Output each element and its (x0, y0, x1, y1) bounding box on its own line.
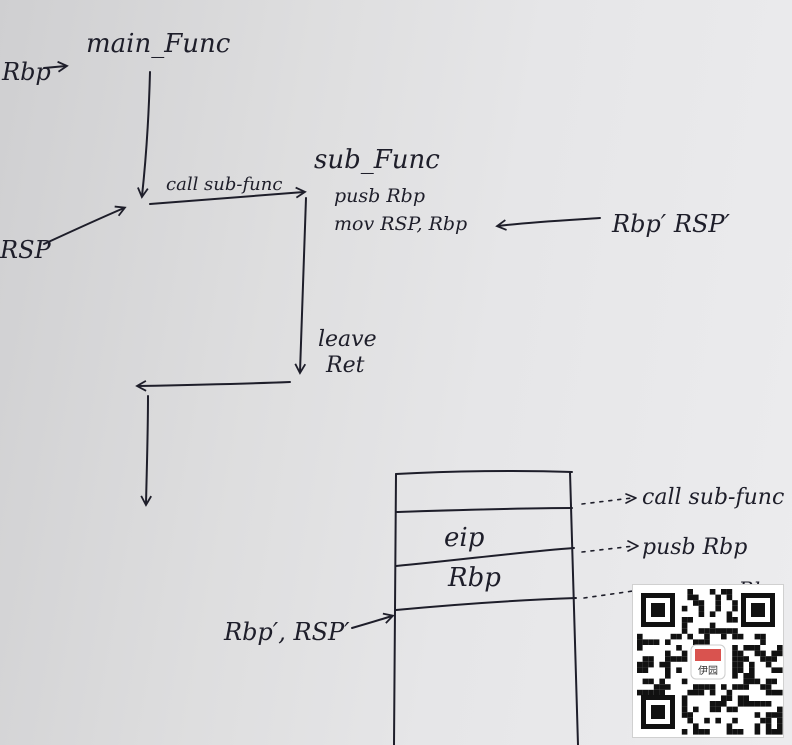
qr-code-pattern: 伊园 (633, 585, 783, 737)
rsp-label: RSP (0, 236, 52, 264)
push-instruction: pusb Rbp (334, 185, 425, 207)
rbp-label: Rbp (1, 58, 51, 86)
call-label: call sub-func (166, 174, 282, 195)
stack-annot-call: call sub-func (642, 485, 784, 510)
main-flow-line (137, 71, 151, 199)
leave-instruction: leave (318, 327, 377, 352)
qr-code: 伊园 (632, 584, 784, 738)
rbp-to-main-arrow (43, 60, 69, 73)
sub-flow-line (294, 197, 307, 375)
stack-pointer-arrow (351, 612, 395, 629)
return-arrow (135, 380, 291, 392)
annot-push-leader (581, 545, 635, 553)
stack-pointer-label: Rbp′, RSP′ (223, 618, 350, 646)
stack-line-1 (395, 507, 573, 513)
main-func-label: main_Func (86, 29, 231, 59)
stack-left-wall (393, 473, 397, 745)
stack-slot-eip: eip (444, 523, 485, 553)
annot-mov-leader (583, 589, 641, 599)
annot-call-leader (581, 497, 633, 505)
sub-func-label: sub_Func (314, 145, 440, 175)
stack-top-line (395, 469, 573, 475)
call-arrow (149, 186, 307, 205)
rbp-rsp-prime-arrow (495, 217, 601, 231)
ret-instruction: Ret (325, 353, 365, 378)
stack-line-2 (395, 547, 575, 567)
stack-right-wall (569, 471, 579, 745)
rbp-rsp-prime-label: Rbp′ RSP′ (611, 210, 731, 238)
stack-line-3 (395, 597, 577, 611)
stack-slot-rbp: Rbp (447, 563, 501, 593)
rsp-arrow (43, 205, 127, 245)
stack-annot-push: pusb Rbp (642, 535, 747, 560)
return-down-line (140, 395, 152, 507)
qr-center-logo: 伊园 (698, 665, 718, 677)
stack-diagram (393, 469, 579, 745)
mov-instruction: mov RSP, Rbp (334, 213, 467, 235)
